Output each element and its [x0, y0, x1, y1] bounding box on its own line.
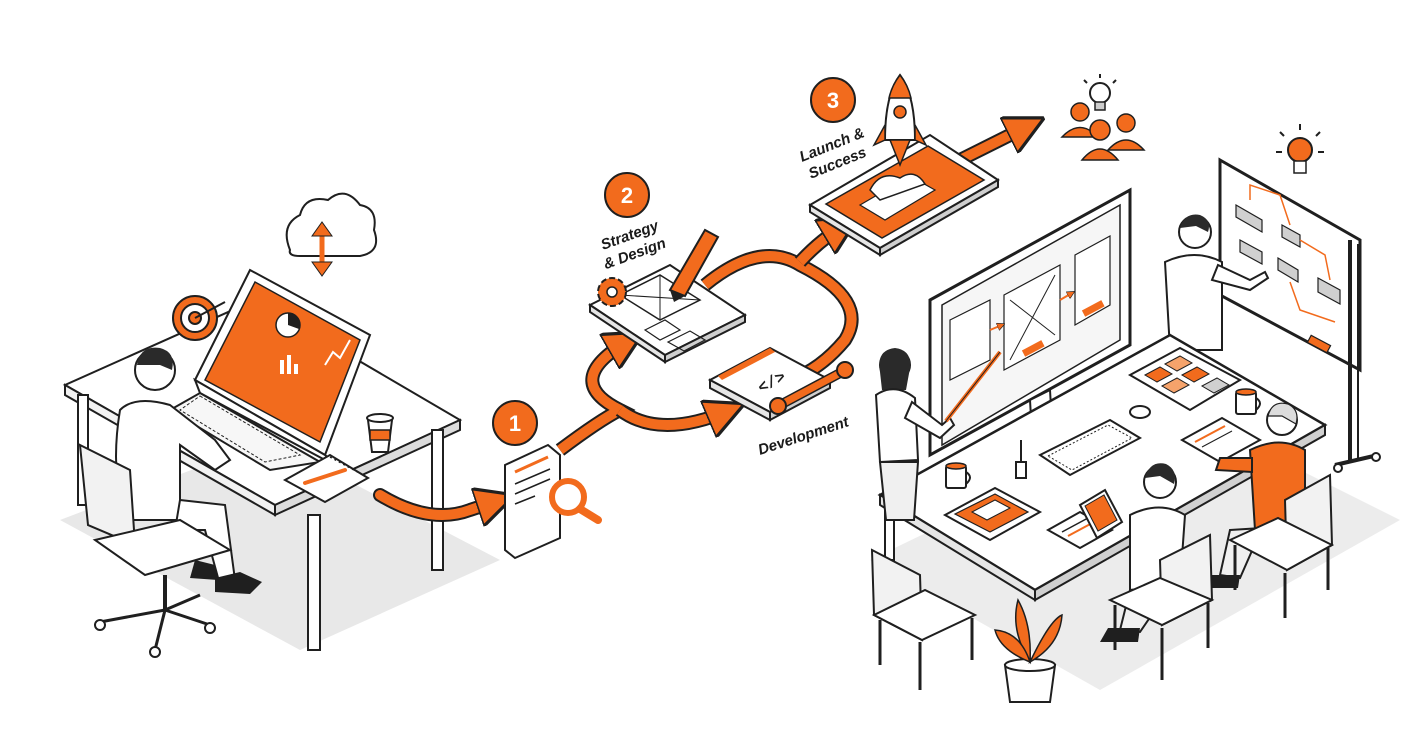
laptop [168, 268, 372, 472]
rocket-icon [872, 73, 928, 168]
step-1-number: 1 [509, 411, 521, 436]
target-icon [172, 295, 226, 341]
team-icon [1060, 74, 1146, 161]
office-chair [78, 443, 233, 658]
step-2-label: Strategy & Design [595, 216, 671, 273]
notepad-icon [282, 453, 370, 504]
tablet [942, 486, 1043, 542]
coffee-cup-icon [366, 413, 394, 453]
arrow-to-step-3 [796, 225, 845, 266]
potted-plant-icon [994, 598, 1063, 703]
lightbulb-icon [1276, 124, 1324, 174]
person-at-laptop [115, 347, 262, 594]
arrow-to-step-2 [557, 340, 630, 455]
gear-icon [597, 277, 627, 307]
step-3-number: 3 [827, 88, 839, 113]
step-3-badge: 3 [810, 77, 856, 123]
chair [1227, 473, 1335, 618]
document [1179, 416, 1263, 464]
rocket-tablet-icon [808, 73, 1000, 257]
torso [115, 400, 232, 521]
step-2-badge: 2 [604, 172, 650, 218]
cloud-sync-icon [285, 192, 378, 277]
step-2-number: 2 [621, 183, 633, 208]
left-workstation [60, 192, 500, 658]
step-1: 1 [492, 400, 602, 560]
document-search-icon [504, 443, 602, 560]
keyboard [179, 395, 302, 463]
whiteboard [1218, 157, 1381, 473]
sticky-notes [1127, 346, 1243, 412]
desk-leg [307, 514, 321, 651]
wrench-icon [769, 361, 854, 415]
pen-holder [1015, 440, 1027, 479]
mug-icon [945, 462, 971, 489]
keyboard [1038, 418, 1143, 477]
person-presenting [874, 348, 1002, 521]
arrow-to-development [617, 410, 730, 425]
workflow-arrows [373, 125, 1030, 515]
development-step: </> Development [707, 346, 854, 459]
pencil-wireframe-icon [588, 228, 747, 364]
arrow-to-team [957, 125, 1030, 165]
step-3: 3 Launch & Success [797, 73, 1000, 257]
lightbulb-icon [1083, 74, 1117, 111]
mouse [1129, 405, 1151, 419]
step-1-badge: 1 [492, 400, 538, 446]
step-2: 2 Strategy & Design [588, 172, 747, 364]
arrow-design-development-loop [701, 251, 857, 385]
chair [870, 548, 978, 690]
desk-leg [431, 429, 444, 571]
arrow-to-step-1 [375, 495, 500, 515]
mug-icon [1235, 388, 1261, 415]
line-chart-icon [324, 339, 351, 366]
chair [1107, 533, 1215, 680]
team-workspace [870, 124, 1400, 703]
person-at-whiteboard [1163, 214, 1270, 351]
